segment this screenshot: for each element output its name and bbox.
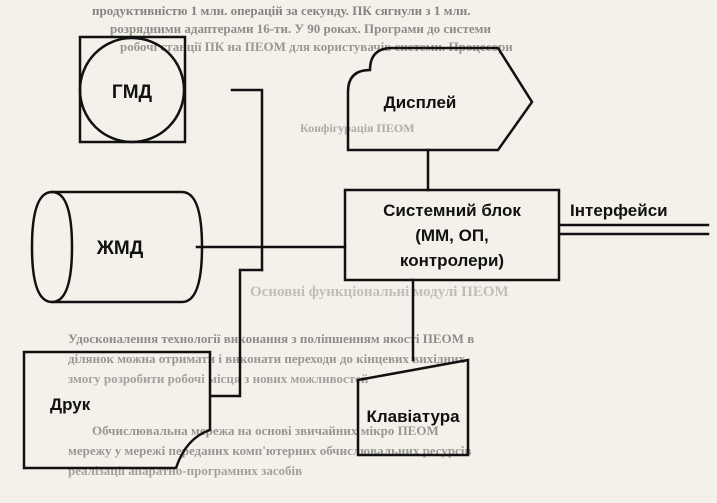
bg-text-line-6: Удосконалення технології виконання з пол… (68, 331, 475, 346)
zhmd-label: ЖМД (96, 238, 144, 259)
printer-node (22, 350, 212, 470)
system-unit-node (343, 188, 561, 282)
display-label: Дисплей (384, 93, 457, 112)
bg-text-line-1: продуктивністю 1 млн. операцій за секунд… (92, 3, 471, 18)
system-unit-label-line-1: Системний блок (383, 201, 521, 220)
bg-text-line-8: змогу розробити робочі місця з нових мож… (68, 371, 369, 386)
bg-text-line-3: робочі станції ПК на ПЕОМ для користувач… (120, 39, 513, 54)
bg-text-line-2: розрядними адаптерами 16-ти. У 90 роках.… (110, 21, 491, 36)
keyboard-node (356, 358, 470, 457)
interfaces-label: Інтерфейси (570, 201, 668, 220)
zhmd-node (30, 190, 204, 304)
link-printer (210, 268, 264, 398)
system-unit-label-line-2: (ММ, ОП, (415, 226, 489, 245)
system-unit-label-line-3: контролери) (400, 251, 504, 270)
bg-text-line-7: ділянок можна отримати і виконати перехо… (68, 351, 465, 366)
zhmd-node-front-arc (50, 190, 74, 304)
gmd-label: ГМД (112, 82, 153, 103)
display-node (346, 46, 534, 152)
link-gmd (230, 88, 264, 272)
bg-text-line-9: Обчислювальна мережа на основі звичайних… (92, 423, 439, 438)
bg-text-line-4: Конфігурація ПЕОМ (300, 121, 415, 135)
keyboard-label: Клавіатура (366, 407, 460, 426)
printer-label: Друк (50, 395, 91, 414)
bg-text-line-5: Основні функціональні модулі ПЕОМ (250, 284, 509, 300)
gmd-node-disk (78, 36, 186, 144)
